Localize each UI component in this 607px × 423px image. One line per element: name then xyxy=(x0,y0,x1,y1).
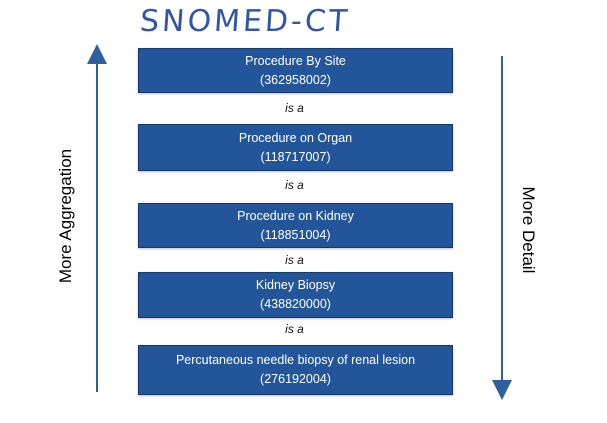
is-a-label: is a xyxy=(285,322,304,336)
is-a-label: is a xyxy=(285,178,304,192)
concept-code: (276192004) xyxy=(260,372,331,386)
concept-name: Kidney Biopsy xyxy=(255,278,336,292)
concept-box-procedure-on-organ: Procedure on Organ (118717007) xyxy=(138,124,453,171)
concept-box-percutaneous-needle-biopsy: Percutaneous needle biopsy of renal lesi… xyxy=(138,345,453,395)
concept-box-procedure-on-kidney: Procedure on Kidney (118851004) xyxy=(138,203,453,248)
more-detail-label: More Detail xyxy=(519,186,538,274)
concept-code: (438820000) xyxy=(260,297,331,311)
concept-box-kidney-biopsy: Kidney Biopsy (438820000) xyxy=(138,272,453,318)
is-a-label: is a xyxy=(285,101,304,115)
concept-name: Procedure on Organ xyxy=(238,130,353,145)
concept-name: Procedure By Site xyxy=(245,53,346,68)
is-a-label: is a xyxy=(285,253,304,267)
concept-name: Percutaneous needle biopsy of renal lesi… xyxy=(175,353,416,367)
concept-box-procedure-by-site: Procedure By Site (362958002) xyxy=(138,48,453,93)
more-aggregation-label: More Aggregation xyxy=(56,148,75,284)
concept-name: Procedure on Kidney xyxy=(237,208,354,223)
concept-code: (118717007) xyxy=(260,149,331,164)
concept-code: (362958002) xyxy=(260,72,331,87)
concept-code: (118851004) xyxy=(260,227,331,242)
